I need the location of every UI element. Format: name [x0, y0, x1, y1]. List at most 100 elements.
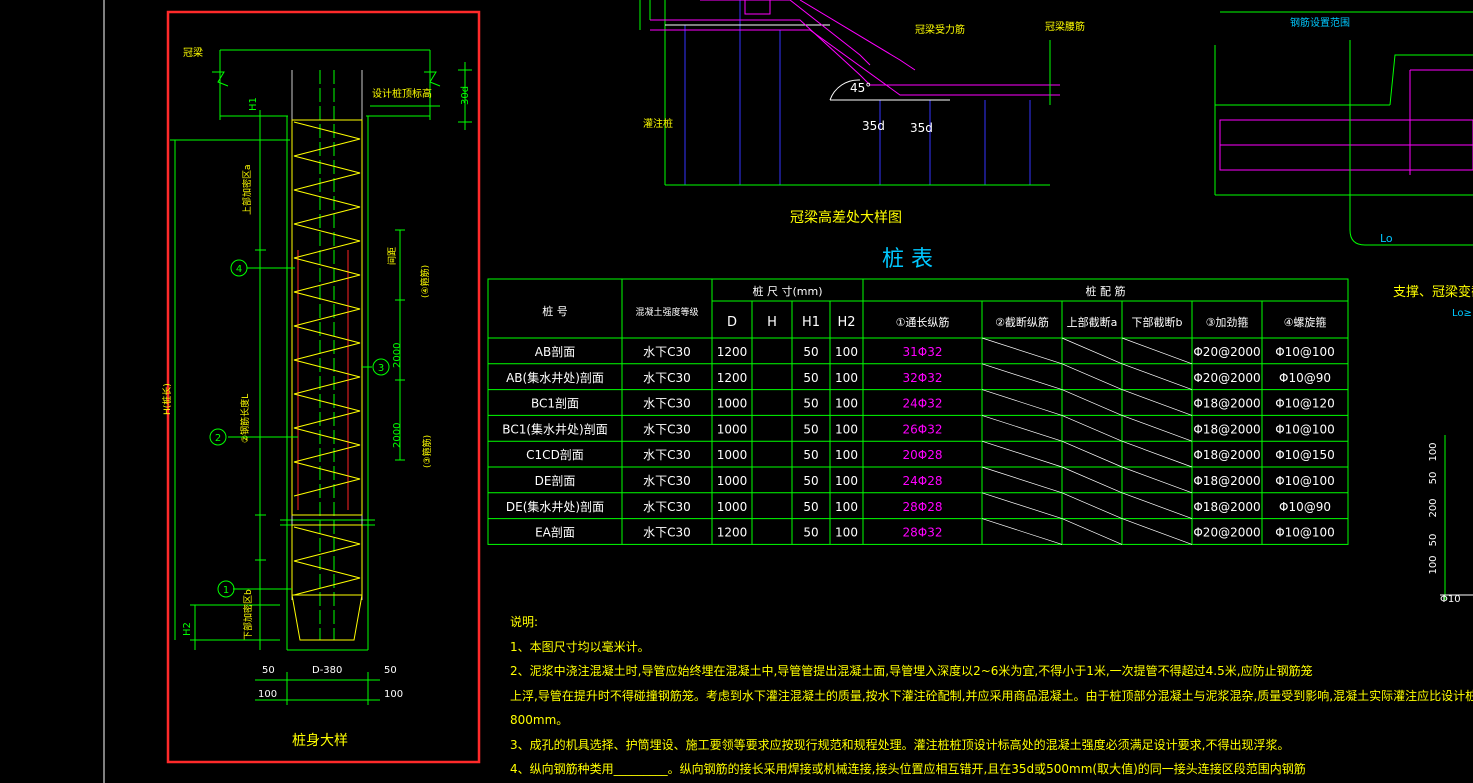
cell-spiral: Φ10@100 — [1275, 422, 1335, 436]
label-rebar-range: 钢筋设置范围 — [1290, 16, 1350, 29]
cell-concrete: 水下C30 — [643, 500, 691, 514]
header-rebar-col: ③加劲箍 — [1206, 315, 1249, 329]
dim-100-right: 100 — [384, 689, 403, 700]
cell-h2: 100 — [835, 345, 858, 359]
note-line-6: 4、纵向钢筋种类用_________。纵向钢筋的接长采用焊接或机械连接,接头位置… — [510, 762, 1306, 776]
label-35d-a: 35d — [862, 119, 885, 133]
label-pile-length: H(桩长) — [161, 383, 173, 415]
cell-stiffener: Φ18@2000 — [1193, 474, 1260, 488]
right-detail-title: 支撑、冠梁变截 — [1393, 284, 1473, 300]
cell-spiral: Φ10@100 — [1275, 526, 1335, 540]
cell-pile-no: DE(集水井处)剖面 — [506, 499, 604, 514]
header-pile-no: 桩 号 — [542, 304, 568, 318]
cell-concrete: 水下C30 — [643, 397, 691, 411]
notes-section: 说明: 1、本图尺寸均以毫米计。 2、泥浆中浇注混凝土时,导管应始终埋在混凝土中… — [510, 610, 1473, 782]
cell-main-rebar: 24Φ28 — [903, 474, 943, 488]
label-35d-b: 35d — [910, 121, 933, 135]
header-rebar-col: ①通长纵筋 — [896, 315, 950, 329]
right-dim-label: 100 — [1428, 555, 1439, 574]
cell-h1: 50 — [803, 500, 818, 514]
cell-h2: 100 — [835, 371, 858, 385]
label-phi10: Φ10 — [1440, 594, 1461, 605]
header-size-col: D — [727, 315, 737, 330]
cell-d: 1000 — [717, 397, 748, 411]
cell-h2: 100 — [835, 526, 858, 540]
header-rebar-col: ②截断纵筋 — [995, 315, 1049, 329]
cell-spiral: Φ10@100 — [1275, 345, 1335, 359]
header-rebar-col: 上部截断a — [1067, 315, 1118, 329]
cell-stiffener: Φ20@2000 — [1193, 526, 1260, 540]
header-rebar: 桩 配 筋 — [1086, 284, 1126, 298]
selection-frame[interactable] — [166, 10, 481, 764]
dim-d-380: D-380 — [312, 665, 342, 676]
header-size: 桩 尺 寸(mm) — [752, 284, 822, 298]
right-dim-label: 200 — [1428, 498, 1439, 517]
notes-title: 说明: — [510, 615, 539, 629]
cell-concrete: 水下C30 — [643, 371, 691, 385]
cell-h1: 50 — [803, 345, 818, 359]
label-stirrup-3: (③箍筋) — [421, 435, 433, 468]
label-h2: H2 — [182, 622, 193, 636]
header-concrete: 混凝土强度等级 — [635, 306, 698, 318]
label-stirrup-4: (④箍筋) — [419, 265, 431, 298]
cell-h1: 50 — [803, 397, 818, 411]
header-size-col: H1 — [802, 315, 820, 330]
detail-title: 桩身大样 — [292, 732, 348, 749]
cell-stiffener: Φ18@2000 — [1193, 448, 1260, 462]
cell-main-rebar: 20Φ28 — [903, 448, 943, 462]
pile-detail: 冠梁 设计桩顶标高 H1 30d 上部加密区a ②钢筋长度L 下部加密区b H2… — [161, 10, 481, 764]
header-rebar-col: 下部截断b — [1132, 315, 1183, 329]
cell-concrete: 水下C30 — [643, 448, 691, 462]
cell-stiffener: Φ18@2000 — [1193, 397, 1260, 411]
note-line-3: 上浮,导管在提升时不得碰撞钢筋笼。考虑到水下灌注混凝土的质量,按水下灌注砼配制,… — [510, 688, 1473, 703]
num-3: 3 — [378, 363, 384, 374]
note-line-4: 800mm。 — [510, 713, 569, 727]
cell-pile-no: EA剖面 — [535, 526, 575, 540]
label-30d: 30d — [460, 86, 471, 105]
cell-pile-no: AB(集水井处)剖面 — [506, 370, 604, 385]
cell-h2: 100 — [835, 500, 858, 514]
cell-stiffener: Φ20@2000 — [1193, 371, 1260, 385]
cell-h2: 100 — [835, 474, 858, 488]
cell-spiral: Φ10@120 — [1275, 397, 1335, 411]
cell-stiffener: Φ20@2000 — [1193, 345, 1260, 359]
num-1: 1 — [223, 585, 229, 596]
cell-pile-no: C1CD剖面 — [526, 448, 584, 462]
top-detail-title: 冠梁高差处大样图 — [790, 209, 902, 226]
cell-pile-no: DE剖面 — [535, 474, 576, 488]
cell-main-rebar: 32Φ32 — [903, 371, 943, 385]
label-pour-pile: 灌注桩 — [643, 117, 673, 130]
header-size-col: H — [767, 315, 777, 330]
cell-h1: 50 — [803, 448, 818, 462]
label-spacing: 间距 — [386, 247, 398, 265]
cell-h1: 50 — [803, 526, 818, 540]
label-lower-dense: 下部加密区b — [242, 589, 254, 640]
top-beam-detail: 冠梁受力筋 冠梁腰筋 灌注桩 45° 35d 35d 冠梁高差处大样图 — [639, 0, 1085, 226]
cell-main-rebar: 28Φ32 — [903, 526, 943, 540]
table-border — [487, 278, 1349, 545]
label-upper-dense: 上部加密区a — [241, 164, 253, 215]
cell-spiral: Φ10@100 — [1275, 474, 1335, 488]
note-line-5: 3、成孔的机具选择、护筒埋设、施工要领等要求应按现行规范和规程处理。灌注桩桩顶设… — [510, 737, 1290, 752]
dim-50-left: 50 — [262, 665, 275, 676]
label-top-elev: 设计桩顶标高 — [372, 87, 432, 100]
cell-h2: 100 — [835, 422, 858, 436]
right-dim-label: 50 — [1428, 534, 1439, 547]
dim-50-right: 50 — [384, 665, 397, 676]
cell-concrete: 水下C30 — [643, 345, 691, 359]
table-title: 桩 表 — [882, 247, 933, 272]
cell-d: 1000 — [717, 500, 748, 514]
cell-pile-no: BC1剖面 — [531, 397, 579, 411]
label-main-rebar: 冠梁受力筋 — [915, 23, 965, 36]
note-line-1: 1、本图尺寸均以毫米计。 — [510, 639, 650, 654]
cell-h1: 50 — [803, 474, 818, 488]
cell-pile-no: BC1(集水井处)剖面 — [502, 421, 607, 436]
cell-stiffener: Φ18@2000 — [1193, 500, 1260, 514]
cell-d: 1000 — [717, 422, 748, 436]
cell-h1: 50 — [803, 422, 818, 436]
cell-d: 1000 — [717, 448, 748, 462]
cell-spiral: Φ10@150 — [1275, 448, 1335, 462]
